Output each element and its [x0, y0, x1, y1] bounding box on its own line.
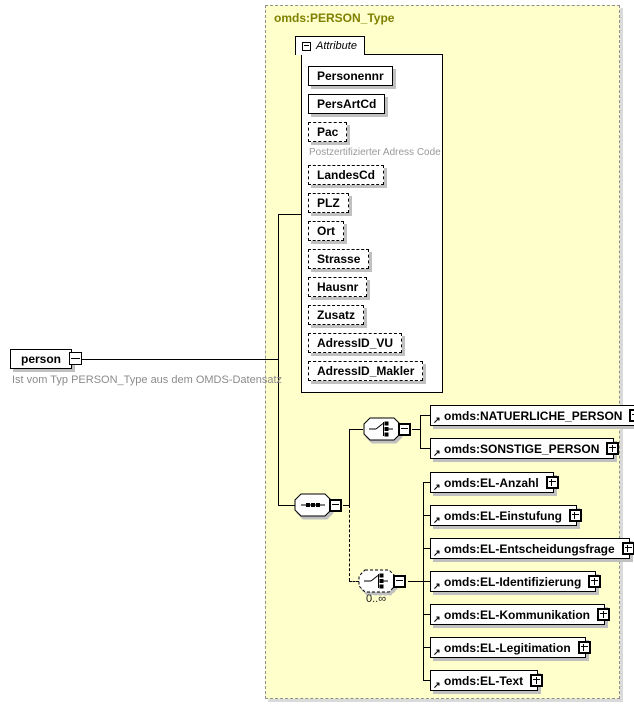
attribute-adressid-makler[interactable]: AdressID_Makler	[308, 361, 424, 381]
element-omds-el-identifizierung[interactable]: ↗ omds:EL-Identifizierung	[430, 571, 602, 592]
attribute-zusatz[interactable]: Zusatz	[308, 305, 365, 325]
element-ref-arrow-icon: ↗	[433, 415, 441, 425]
choice-icon	[358, 569, 396, 593]
expand-icon[interactable]	[606, 441, 620, 455]
connector-line	[408, 581, 423, 582]
attribute-group-box: Personennr PersArtCd Pac Postzertifizier…	[301, 54, 443, 393]
connector-line	[420, 448, 430, 449]
expand-icon[interactable]	[568, 508, 582, 522]
element-omds-el-legitimation[interactable]: ↗ omds:EL-Legitimation	[430, 637, 591, 658]
expand-icon[interactable]	[530, 673, 544, 687]
element-label: omds:EL-Entscheidungsfrage	[444, 541, 615, 556]
element-ref-arrow-icon: ↗	[433, 548, 441, 558]
attribute-tab-label: Attribute	[316, 40, 357, 52]
element-ref-arrow-icon: ↗	[433, 581, 441, 591]
connector-line	[423, 515, 430, 516]
connector-line	[278, 214, 279, 505]
element-ref-arrow-icon: ↗	[433, 515, 441, 525]
expand-icon[interactable]	[621, 541, 634, 555]
collapse-icon[interactable]	[393, 574, 406, 588]
connector-line	[349, 429, 350, 505]
attribute-annotation: Postzertifizierter Adress Code	[309, 147, 441, 158]
collapse-icon[interactable]	[69, 352, 83, 365]
element-label: omds:EL-Anzahl	[444, 475, 539, 490]
complex-type-title: omds:PERSON_Type	[274, 11, 395, 25]
expand-icon[interactable]	[588, 574, 602, 588]
sequence-compositor[interactable]	[294, 493, 342, 517]
connector-line	[412, 429, 420, 430]
attribute-strasse[interactable]: Strasse	[308, 249, 370, 269]
connector-line	[423, 581, 430, 582]
connector-line	[72, 359, 278, 360]
attribute-adressid-vu[interactable]: AdressID_VU	[308, 333, 403, 353]
connector-line	[420, 415, 430, 416]
element-label: omds:EL-Einstufung	[444, 508, 562, 523]
element-label: omds:EL-Kommunikation	[444, 607, 590, 622]
occurrence-label: 0..∞	[366, 593, 387, 605]
element-person[interactable]: person	[10, 349, 83, 369]
connector-line	[423, 548, 430, 549]
element-omds-natuerliche-person[interactable]: ↗ omds:NATUERLICHE_PERSON	[430, 405, 634, 426]
attribute-hausnr[interactable]: Hausnr	[308, 277, 368, 297]
element-ref-arrow-icon: ↗	[433, 647, 441, 657]
choice-compositor-optional[interactable]	[358, 569, 406, 593]
choice-icon	[363, 417, 401, 441]
connector-line	[278, 214, 301, 215]
attribute-pac[interactable]: Pac	[308, 122, 348, 142]
connector-line-optional	[349, 505, 350, 581]
connector-line	[420, 415, 421, 448]
element-omds-el-entscheidungsfrage[interactable]: ↗ omds:EL-Entscheidungsfrage	[430, 538, 634, 559]
connector-line	[349, 429, 363, 430]
element-ref-arrow-icon: ↗	[433, 680, 441, 690]
attribute-persartcd[interactable]: PersArtCd	[308, 94, 386, 114]
element-label: omds:EL-Identifizierung	[444, 574, 582, 589]
sequence-icon	[294, 493, 332, 517]
element-ref-arrow-icon: ↗	[433, 614, 441, 624]
connector-line	[423, 680, 430, 681]
connector-line	[423, 647, 430, 648]
attribute-tab[interactable]: Attribute	[295, 36, 365, 55]
element-omds-el-kommunikation[interactable]: ↗ omds:EL-Kommunikation	[430, 604, 610, 625]
element-person-annotation: Ist vom Typ PERSON_Type aus dem OMDS-Dat…	[12, 374, 283, 386]
attribute-ort[interactable]: Ort	[308, 221, 344, 241]
element-person-label: person	[21, 352, 62, 366]
element-ref-arrow-icon: ↗	[433, 482, 441, 492]
element-omds-el-anzahl[interactable]: ↗ omds:EL-Anzahl	[430, 472, 559, 493]
collapse-icon[interactable]	[398, 422, 411, 436]
element-label: omds:NATUERLICHE_PERSON	[444, 408, 623, 423]
attribute-plz[interactable]: PLZ	[308, 193, 349, 213]
element-label: omds:EL-Text	[444, 673, 524, 688]
element-ref-arrow-icon: ↗	[433, 448, 441, 458]
element-omds-el-text[interactable]: ↗ omds:EL-Text	[430, 670, 544, 691]
choice-compositor[interactable]	[363, 417, 411, 441]
attribute-landescd[interactable]: LandesCd	[308, 165, 385, 185]
element-label: omds:SONSTIGE_PERSON	[444, 441, 600, 456]
connector-line	[423, 482, 430, 483]
expand-icon[interactable]	[577, 640, 591, 654]
collapse-icon[interactable]	[329, 498, 342, 512]
connector-line	[343, 505, 350, 506]
element-omds-el-einstufung[interactable]: ↗ omds:EL-Einstufung	[430, 505, 582, 526]
connector-line	[423, 614, 430, 615]
expand-icon[interactable]	[629, 408, 634, 422]
collapse-icon[interactable]	[302, 41, 311, 51]
attribute-personennr[interactable]: Personennr	[308, 66, 393, 86]
connector-line-optional	[349, 581, 359, 582]
connector-line	[278, 505, 295, 506]
element-label: omds:EL-Legitimation	[444, 640, 571, 655]
element-omds-sonstige-person[interactable]: ↗ omds:SONSTIGE_PERSON	[430, 438, 620, 459]
expand-icon[interactable]	[597, 607, 610, 621]
expand-icon[interactable]	[545, 475, 559, 489]
